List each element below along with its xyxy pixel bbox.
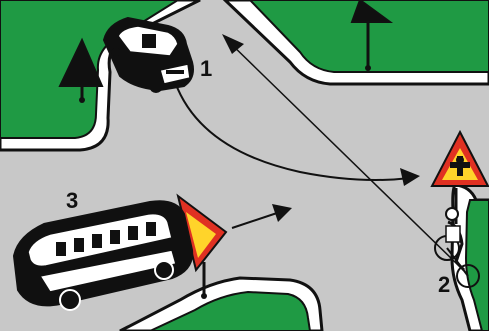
label-car-number: 1 — [200, 56, 212, 81]
label-cyclist-number: 2 — [438, 272, 450, 297]
label-bus-number: 3 — [66, 188, 78, 213]
